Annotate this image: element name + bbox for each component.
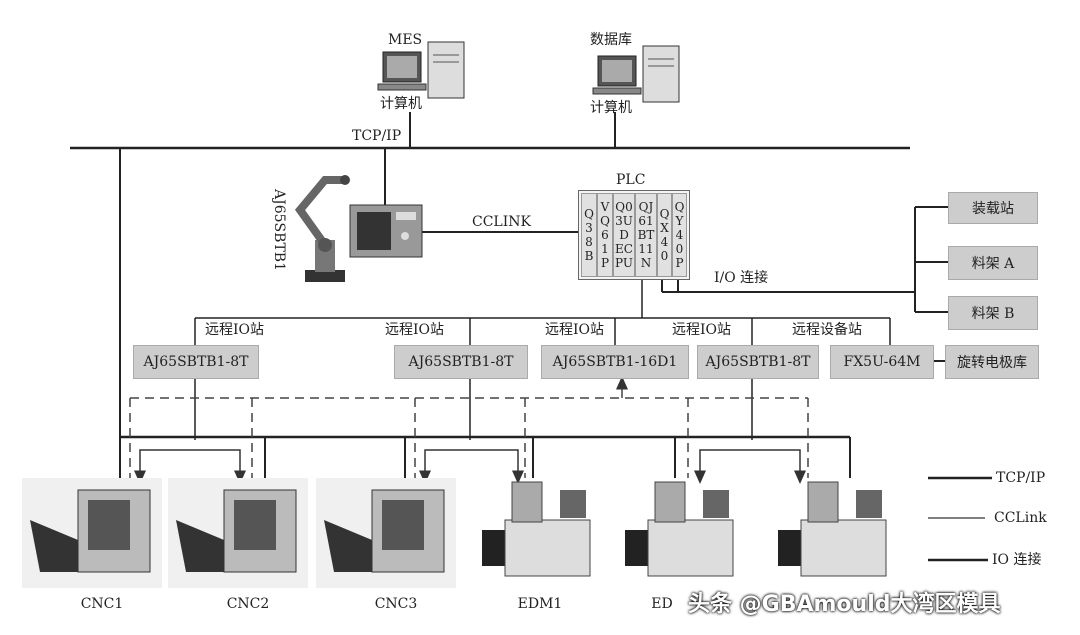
database-label: 数据库 [590,32,632,48]
mes-label: MES [388,32,423,48]
remote-module: AJ65SBTB1-8T [394,345,528,379]
machine-label: CNC1 [80,596,124,612]
database-computer-label: 计算机 [590,100,632,116]
edm1-machine-icon [482,481,591,577]
watermark: 头条 @GBAmould大湾区模具 [688,592,1001,617]
edm2-machine-icon [625,481,734,577]
io-connection-label: I/O 连接 [714,270,769,286]
remote-io-label: 远程IO站 [545,322,605,338]
machine-label: CNC3 [374,596,418,612]
remote-io-label: 远程IO站 [205,322,265,338]
cclink-label: CCLINK [472,214,531,230]
plc-slot: Q03UDECPU [613,193,635,277]
rack-b: 料架 B [948,296,1038,330]
robot-arm-icon [294,175,350,282]
legend-tcpip: TCP/IP [996,470,1046,486]
machine-label: CNC2 [226,596,270,612]
machine-label: EDM1 [517,596,563,612]
cnc3-machine-icon [316,478,456,588]
robot-controller-icon [349,204,423,258]
remote-module: AJ65SBTB1-16D1 [541,345,689,379]
mes-computer-icon [377,41,465,99]
legend-io: IO 连接 [992,552,1042,568]
rack-a: 料架 A [948,246,1038,280]
remote-io-label: 远程IO站 [672,322,732,338]
plc-slot: QY40P [672,193,687,277]
remote-module: FX5U-64M [830,345,934,379]
remote-module: AJ65SBTB1-8T [133,345,259,379]
machine-label: ED [651,596,673,612]
rotary-electrode-library: 旋转电极库 [945,345,1039,379]
robot-label: AJ65SBTB1 [270,189,287,271]
remote-module: AJ65SBTB1-8T [697,345,819,379]
plc-slot: QJ61BT11N [635,193,657,277]
edm3-machine-icon [778,481,887,577]
mes-computer-label: 计算机 [380,96,422,112]
plc-slot: QX40 [657,193,672,277]
plc-title: PLC [616,172,646,188]
remote-io-label: 远程IO站 [385,322,445,338]
database-computer-icon [592,45,680,103]
plc-slot: VQ61P [597,193,613,277]
loading-station: 装载站 [948,192,1038,224]
cnc2-machine-icon [168,478,308,588]
legend-cclink: CCLink [994,510,1047,526]
tcpip-bus-label: TCP/IP [352,128,402,144]
remote-device-label: 远程设备站 [792,322,862,338]
plc-slot: Q38B [581,193,597,277]
cnc1-machine-icon [22,478,162,588]
plc-rack: Q38B VQ61P Q03UDECPU QJ61BT11N QX40 QY40… [578,190,690,280]
